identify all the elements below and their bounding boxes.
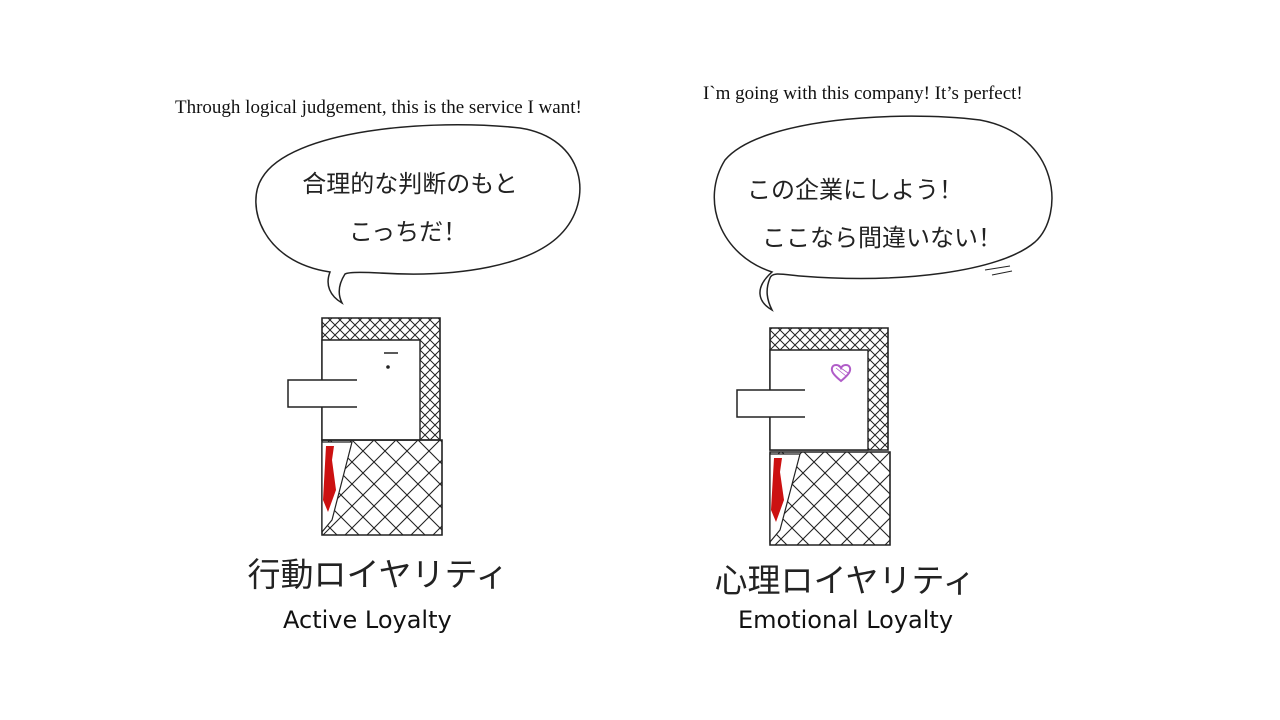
- left-label-en: Active Loyalty: [283, 606, 452, 634]
- left-label-jp: 行動ロイヤリティ: [247, 555, 508, 594]
- left-speech-bubble: 合理的な判断のもと こっちだ！: [255, 124, 581, 305]
- neutral-eye-icon: [384, 352, 398, 369]
- left-bubble-line2: こっちだ！: [349, 218, 467, 246]
- right-caption-en: I`m going with this company! It’s perfec…: [703, 83, 1023, 104]
- red-tie-icon: [771, 458, 784, 522]
- right-label-en: Emotional Loyalty: [738, 606, 954, 634]
- right-bubble-line1: この企業にしよう！: [747, 176, 963, 204]
- left-caption-en: Through logical judgement, this is the s…: [175, 97, 582, 118]
- left-character: [287, 317, 443, 536]
- left-bubble-line1: 合理的な判断のもと: [302, 170, 518, 198]
- right-label-jp: 心理ロイヤリティ: [714, 561, 975, 600]
- right-character: [736, 327, 891, 546]
- right-bubble-line2: ここなら間違いない！: [762, 224, 1002, 252]
- red-tie-icon: [323, 446, 336, 512]
- right-speech-bubble: この企業にしよう！ ここなら間違いない！: [713, 115, 1053, 312]
